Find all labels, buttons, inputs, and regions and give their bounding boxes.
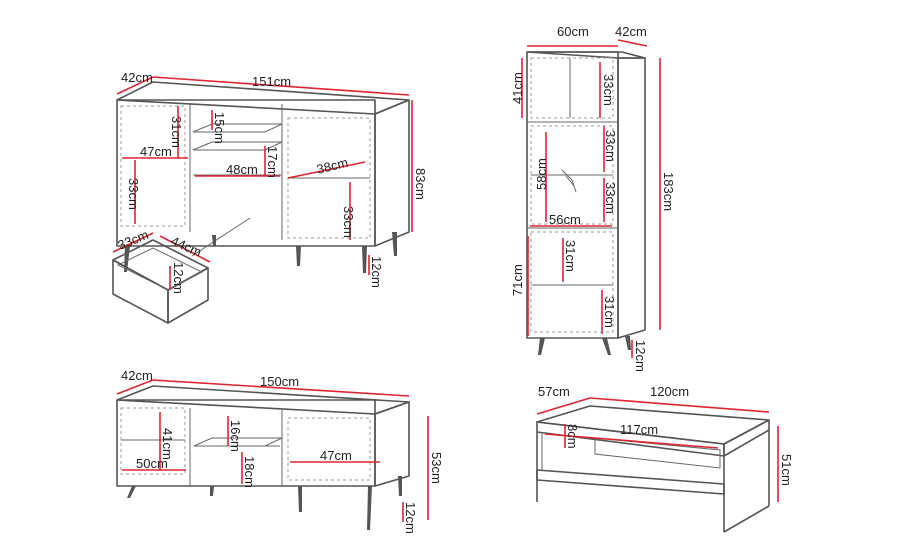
tv-stand-height-label: 53cm	[429, 452, 444, 484]
tv-stand-left-height-label: 41cm	[160, 428, 175, 460]
cabinet-top-shelf-label: 33cm	[601, 74, 616, 106]
tv-stand-mid-bottom-label: 18cm	[242, 456, 257, 488]
coffee-table-width-label: 120cm	[650, 384, 689, 399]
drawer-depth-label: 33cm	[116, 227, 151, 253]
sideboard-shelf-left-top-label: 31cm	[169, 116, 184, 148]
sideboard-shelf-mid-label: 17cm	[265, 146, 280, 178]
cabinet-glass-height-label: 58cm	[534, 158, 549, 190]
coffee-table-shelf-width-label: 117cm	[620, 422, 658, 437]
coffee-table-height-label: 51cm	[779, 454, 794, 486]
sideboard-shelf-mid-top-label: 15cm	[212, 112, 227, 144]
cabinet-bottom-section-label: 71cm	[510, 264, 525, 296]
tv-stand-right-width-label: 47cm	[320, 448, 352, 463]
cabinet-width-label: 60cm	[557, 24, 589, 39]
cabinet-shelf-mid-1-label: 33cm	[603, 130, 618, 162]
cabinet-bottom-shelf-2-label: 31cm	[602, 296, 617, 328]
tv-stand	[116, 379, 429, 530]
cabinet-shelf-mid-2-label: 33cm	[603, 182, 618, 214]
cabinet-top-section-label: 41cm	[510, 72, 525, 104]
sideboard-side	[374, 99, 410, 247]
sideboard-inner-right-depth-label: 38cm	[315, 155, 349, 177]
drawer-width-label: 44cm	[169, 233, 204, 260]
tv-stand-width-label: 150cm	[260, 374, 299, 389]
cabinet-side	[617, 57, 646, 339]
cabinet-legs-label: 12cm	[633, 340, 648, 372]
coffee-table	[536, 397, 779, 533]
sideboard-width-label: 151cm	[252, 74, 291, 89]
tv-stand-left-width-label: 50cm	[136, 456, 168, 471]
sideboard-depth-label: 42cm	[121, 70, 153, 85]
cabinet-top	[526, 51, 646, 59]
cabinet-depth-label: 42cm	[615, 24, 647, 39]
sideboard-shelf-right-label: 33cm	[341, 206, 356, 238]
tv-stand-side	[374, 401, 410, 487]
cabinet-bottom-shelf-1-label: 31cm	[563, 240, 578, 272]
cabinet-height-label: 183cm	[661, 172, 676, 211]
tall-cabinet	[521, 39, 661, 358]
sideboard	[112, 76, 413, 324]
sideboard-height-label: 83cm	[413, 168, 428, 200]
sideboard-legs-label: 12cm	[369, 256, 384, 288]
cabinet-inner-width-label: 56cm	[549, 212, 581, 227]
tv-stand-mid-top-label: 16cm	[228, 420, 243, 452]
sideboard-inner-mid-width-label: 48cm	[226, 162, 258, 177]
coffee-table-shelf-height-label: 8cm	[565, 424, 580, 449]
tv-stand-depth-label: 42cm	[121, 368, 153, 383]
sideboard-shelf-left-bottom-label: 33cm	[126, 178, 141, 210]
coffee-table-depth-label: 57cm	[538, 384, 570, 399]
sideboard-inner-left-width-label: 47cm	[140, 144, 172, 159]
drawer-height-label: 12cm	[171, 262, 186, 294]
tv-stand-legs-label: 12cm	[403, 502, 418, 534]
